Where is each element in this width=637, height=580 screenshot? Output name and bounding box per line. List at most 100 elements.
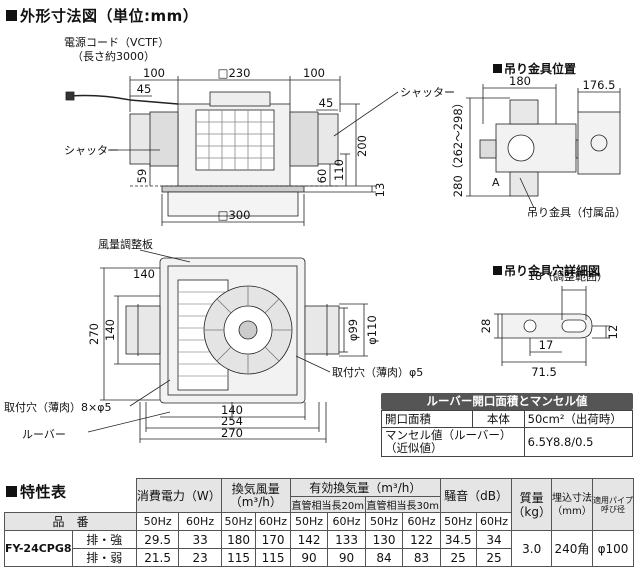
spec-row0-v2: 180 <box>220 530 257 549</box>
spec-row0-v8: 34.5 <box>439 530 477 549</box>
dim-plan-5: 254 <box>221 414 243 428</box>
dim-hanger-1: 176.5 <box>583 78 616 92</box>
hanger-side-view <box>577 111 621 175</box>
spec-row1-v7: 83 <box>402 548 441 567</box>
power-cord-length: （長さ約3000） <box>72 49 155 63</box>
shutter-right-label: シャッター <box>400 86 455 99</box>
power-cord-label: 電源コード（VCTF） <box>64 35 169 49</box>
spec-header-cutout: 埋込寸法 （mm） <box>550 478 593 531</box>
louver-row1-label: 開口面積 <box>380 410 474 428</box>
spec-row1-v6: 84 <box>364 548 404 567</box>
hanger-hole-detail-heading: 吊り金具穴詳細図 <box>493 262 600 279</box>
spec-row0-v1: 33 <box>178 530 222 549</box>
spec-row0-v9: 34 <box>475 530 513 549</box>
mount-hole-right-label: 取付穴（薄肉）φ5 <box>332 365 423 379</box>
dim-detail-1: 17 <box>539 338 554 352</box>
spec-row1-v4: 90 <box>289 548 329 567</box>
spec-row1-mode: 排・弱 <box>71 548 137 567</box>
louver-row1-value: 50cm²（出荷時） <box>523 410 634 428</box>
dim-front-6: 110 <box>332 159 346 181</box>
dim-detail-0: 28 <box>479 319 493 334</box>
spec-row1-v0: 21.5 <box>135 548 180 567</box>
hz-1: 60Hz <box>178 512 222 531</box>
hz-9: 60Hz <box>475 512 513 531</box>
dim-front-10: 13 <box>373 183 387 198</box>
spec-row0-v0: 29.5 <box>135 530 180 549</box>
hz-6: 50Hz <box>364 512 404 531</box>
louver-row2-sub: （近似値） <box>385 441 443 455</box>
spec-row1-v1: 23 <box>178 548 222 567</box>
dim-hanger-2: 280（262〜298） <box>451 97 465 197</box>
spec-header-product: 品 番 <box>4 512 137 531</box>
dim-front-7: 60 <box>315 169 329 184</box>
hanger-fitting-label: 吊り金具（付属品） <box>527 205 626 219</box>
spec-cutout: 240角 <box>550 530 593 567</box>
dim-hanger-0: 180 <box>509 74 531 88</box>
dim-plan-4: 140 <box>221 403 243 417</box>
hz-8: 50Hz <box>439 512 477 531</box>
hz-5: 60Hz <box>327 512 366 531</box>
spec-header-noise: 騒音（dB） <box>439 478 513 513</box>
spec-model: FY-24CPG8 <box>4 530 73 567</box>
ceiling-panel-front <box>161 185 305 193</box>
louver-row2-value: 6.5Y8.8/0.5 <box>523 427 634 457</box>
mount-hole-left-label: 取付穴（薄肉）8×φ5 <box>4 400 111 414</box>
dim-plan-1b: 140 <box>103 319 117 341</box>
dim-front-8: 59 <box>135 169 149 184</box>
dim-front-1: □230 <box>218 66 251 80</box>
spec-mass: 3.0 <box>511 530 552 567</box>
hz-2: 50Hz <box>220 512 257 531</box>
spec-row1-v9: 25 <box>475 548 513 567</box>
outline-drawing-heading: 外形寸法図（単位:mm） <box>6 5 198 26</box>
spec-row1-v2: 115 <box>220 548 257 567</box>
dim-plan-2: φ99 <box>346 319 360 341</box>
dim-plan-0: 140 <box>133 267 155 281</box>
spec-heading: 特性表 <box>6 481 67 502</box>
spec-header-effective: 有効換気量（m³/h） <box>289 478 441 497</box>
dim-front-2: 100 <box>303 66 325 80</box>
spec-row0-v6: 130 <box>364 530 404 549</box>
dim-detail-3: 71.5 <box>531 365 557 379</box>
spec-header-airflow: 換気風量 （m³/h） <box>220 478 291 513</box>
hz-3: 60Hz <box>255 512 291 531</box>
adjust-range-label: 18（調整範囲） <box>528 269 608 283</box>
spec-row0-v4: 142 <box>289 530 329 549</box>
louver-row2-cell: マンセル値（ルーバー） （近似値） <box>381 427 525 457</box>
spec-table: 消費電力（W） 換気風量 （m³/h） 有効換気量（m³/h） 騒音（dB） 質… <box>4 478 635 567</box>
dim-front-4: 45 <box>319 96 334 110</box>
spec-row1-v3: 115 <box>255 548 291 567</box>
dim-front-9: □300 <box>218 208 251 222</box>
dim-front-0: 100 <box>143 66 165 80</box>
spec-header-duct: 適用パイプ 呼び径 <box>591 478 635 531</box>
spec-header-duct30: 直管相当長30m <box>364 496 441 513</box>
dim-front-5: 200 <box>355 135 369 157</box>
louver-row2-label: マンセル値（ルーバー） <box>385 428 512 442</box>
fan-grille <box>196 110 274 170</box>
dim-plan-3: φ110 <box>365 315 379 345</box>
spec-duct: φ100 <box>591 530 635 567</box>
dim-detail-2: 12 <box>606 325 620 340</box>
shutter-left-label: シャッター <box>64 144 119 157</box>
spec-header-duct20: 直管相当長20m <box>289 496 366 513</box>
louver-label: ルーバー <box>22 428 66 441</box>
hz-0: 50Hz <box>135 512 180 531</box>
spec-row0-v5: 133 <box>327 530 366 549</box>
louver-info-box: ルーバー開口面積とマンセル値 開口面積 本体 50cm²（出荷時） マンセル値（… <box>380 393 634 463</box>
hz-7: 60Hz <box>402 512 441 531</box>
spec-row0-mode: 排・強 <box>71 530 137 549</box>
point-a-label: A <box>492 176 500 189</box>
airflow-plate-label: 風量調整板 <box>98 237 153 251</box>
spec-header-power: 消費電力（W） <box>135 478 222 513</box>
dim-plan-6: 270 <box>221 426 243 440</box>
dim-front-3: 45 <box>137 82 152 96</box>
hz-4: 50Hz <box>289 512 329 531</box>
spec-row1-v8: 25 <box>439 548 477 567</box>
dim-plan-1: 270 <box>87 323 101 345</box>
hanger-position-heading: 吊り金具位置 <box>493 60 576 77</box>
spec-row1-v5: 90 <box>327 548 366 567</box>
power-cord <box>69 94 179 105</box>
spec-row0-v3: 170 <box>255 530 291 549</box>
louver-row1-sub: 本体 <box>472 410 525 428</box>
spec-header-mass: 質量 （kg） <box>511 478 552 531</box>
